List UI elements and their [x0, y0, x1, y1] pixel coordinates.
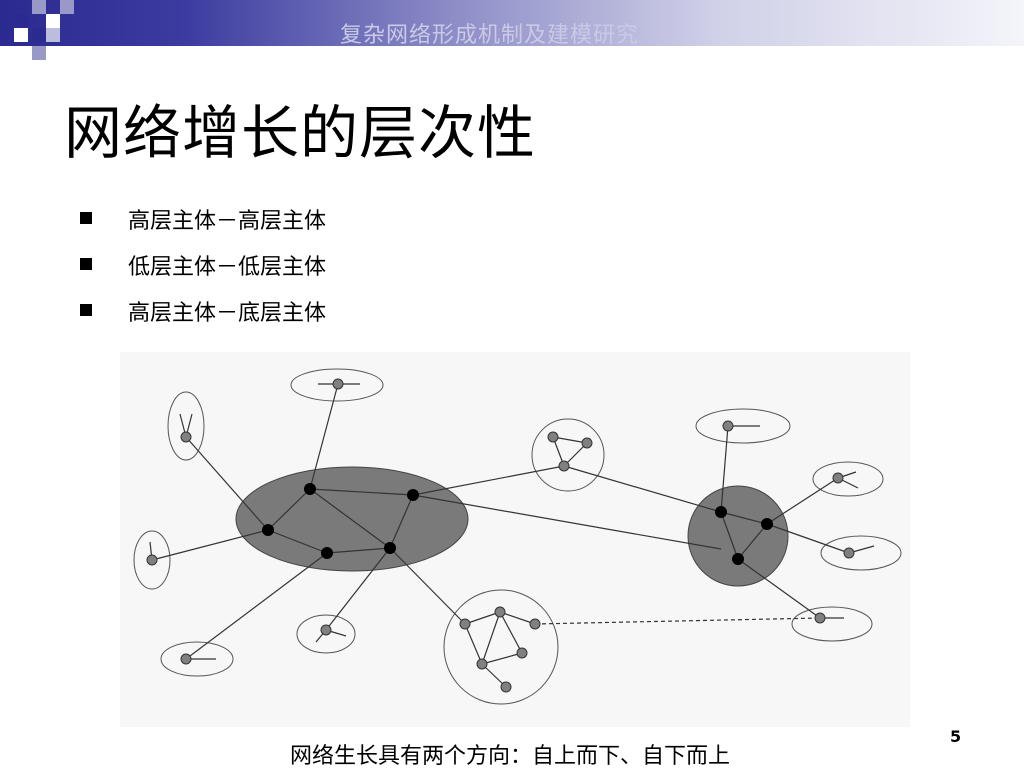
community-ellipse — [531, 418, 605, 492]
community-ellipse — [812, 461, 884, 497]
bullet-text: 高层主体－底层主体 — [128, 301, 327, 326]
leaf-node — [814, 612, 826, 624]
square-bullet-icon — [80, 304, 92, 316]
leaf-node — [558, 460, 570, 472]
community-ellipse — [820, 535, 902, 571]
low-level-communities — [133, 368, 902, 705]
network-hierarchy-diagram — [120, 352, 910, 727]
community-ellipse — [167, 391, 205, 461]
bullet-text: 高层主体－高层主体 — [128, 209, 327, 234]
community-ellipse — [695, 408, 791, 444]
leaf-node — [843, 547, 855, 559]
low-level-nodes — [146, 378, 855, 693]
leaf-node — [500, 681, 512, 693]
square-bullet-icon — [80, 212, 92, 224]
leaf-node — [494, 606, 506, 618]
hub-node — [407, 489, 419, 501]
leaf-node — [332, 378, 344, 390]
slide-title: 网络增长的层次性 — [64, 99, 537, 167]
leaf-node — [180, 653, 192, 665]
leaf-node — [476, 658, 488, 670]
leaf-node — [180, 431, 192, 443]
bullet-text: 低层主体－低层主体 — [128, 255, 327, 280]
header-title: 复杂网络形成机制及建模研究 — [340, 23, 640, 48]
diagram-background — [120, 352, 910, 727]
leaf-node — [320, 624, 332, 636]
header-band — [0, 0, 1024, 46]
community-ellipse — [290, 368, 384, 402]
hub-node — [761, 518, 773, 530]
square-bullet-icon — [80, 258, 92, 270]
leaf-node — [722, 420, 734, 432]
high-level-cluster-right — [687, 485, 789, 587]
community-ellipse — [160, 641, 234, 677]
hub-node — [321, 547, 333, 559]
high-level-nodes — [262, 483, 773, 565]
community-ellipse — [443, 589, 559, 705]
leaf-node — [146, 554, 158, 566]
hub-node — [384, 542, 396, 554]
leaf-node — [529, 618, 541, 630]
page-number: 5 — [950, 727, 962, 746]
hub-node — [715, 506, 727, 518]
header-decoration — [14, 0, 74, 60]
hub-node — [732, 553, 744, 565]
high-level-cluster-left — [235, 466, 469, 572]
dashed-edge — [534, 617, 821, 625]
leaf-node — [459, 618, 471, 630]
community-ellipse — [133, 530, 171, 590]
community-ellipse — [296, 614, 356, 654]
hub-node — [262, 524, 274, 536]
leaf-node — [547, 431, 559, 443]
diagram-caption: 网络生长具有两个方向：自上而下、自下而上 — [290, 744, 731, 769]
leaf-node — [832, 472, 844, 484]
leaf-node — [581, 437, 593, 449]
hub-node — [304, 483, 316, 495]
leaf-node — [516, 647, 528, 659]
community-ellipse — [791, 606, 873, 642]
network-edges — [149, 383, 875, 688]
